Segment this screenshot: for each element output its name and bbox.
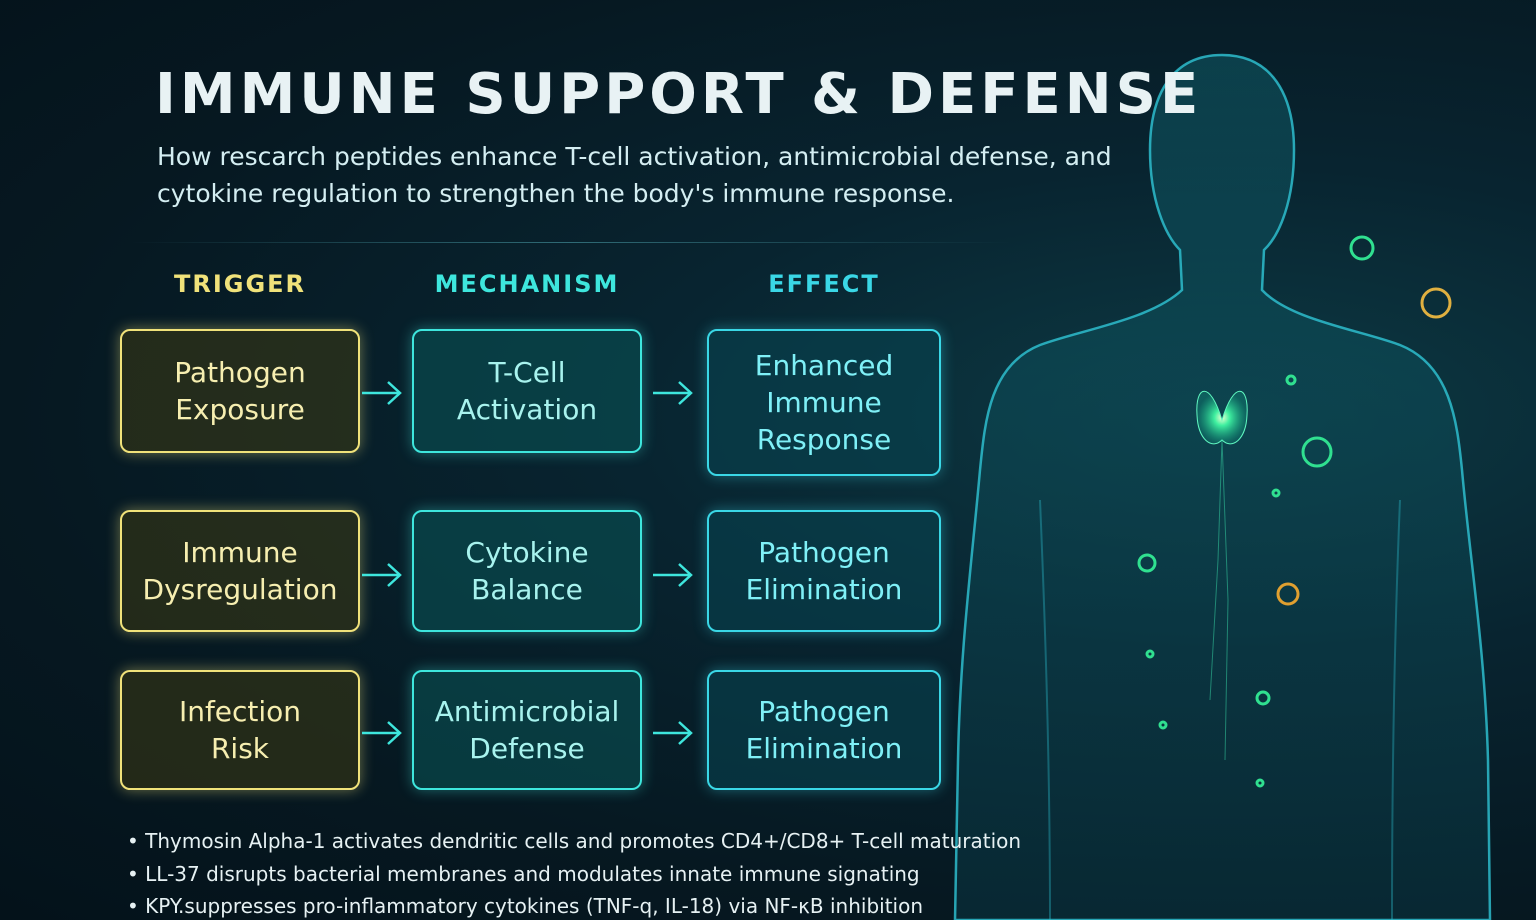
arm-line-left — [1039, 499, 1051, 920]
mechanism-box: T-Cell Activation — [412, 329, 642, 453]
column-header-mechanism: MECHANISM — [434, 270, 620, 298]
bullet-item: • KPY.suppresses pro-inflammatory cytoki… — [127, 894, 924, 918]
bullet-item: • LL-37 disrupts bacterial membranes and… — [127, 862, 920, 886]
column-header-trigger: TRIGGER — [173, 270, 307, 298]
divider — [130, 242, 1010, 243]
page-subtitle: How rescarch peptides enhance T-cell act… — [157, 142, 1112, 208]
page-title: IMMUNE SUPPORT & DEFENSE — [155, 62, 1203, 127]
effect-box: Enhanced Immune Response — [707, 329, 941, 476]
bullet-item: • Thymosin Alpha-1 activates dendritic c… — [127, 829, 1022, 853]
effect-box: Pathogen Elimination — [707, 510, 941, 632]
effect-box: Pathogen Elimination — [707, 670, 941, 790]
trigger-box: Pathogen Exposure — [120, 329, 360, 453]
arrow-right-icon — [653, 381, 693, 405]
immune-cell-icons — [1137, 235, 1452, 788]
arrow-right-icon — [362, 563, 402, 587]
arrow-right-icon — [653, 721, 693, 745]
arrow-right-icon — [653, 563, 693, 587]
arrow-right-icon — [362, 721, 402, 745]
trigger-box: Immune Dysregulation — [120, 510, 360, 632]
arm-line-right — [1391, 499, 1401, 920]
body-silhouette — [953, 53, 1492, 920]
trigger-box: Infection Risk — [120, 670, 360, 790]
mechanism-box: Cytokine Balance — [412, 510, 642, 632]
arrow-right-icon — [362, 381, 402, 405]
column-header-effect: EFFECT — [768, 270, 880, 298]
mechanism-box: Antimicrobial Defense — [412, 670, 642, 790]
